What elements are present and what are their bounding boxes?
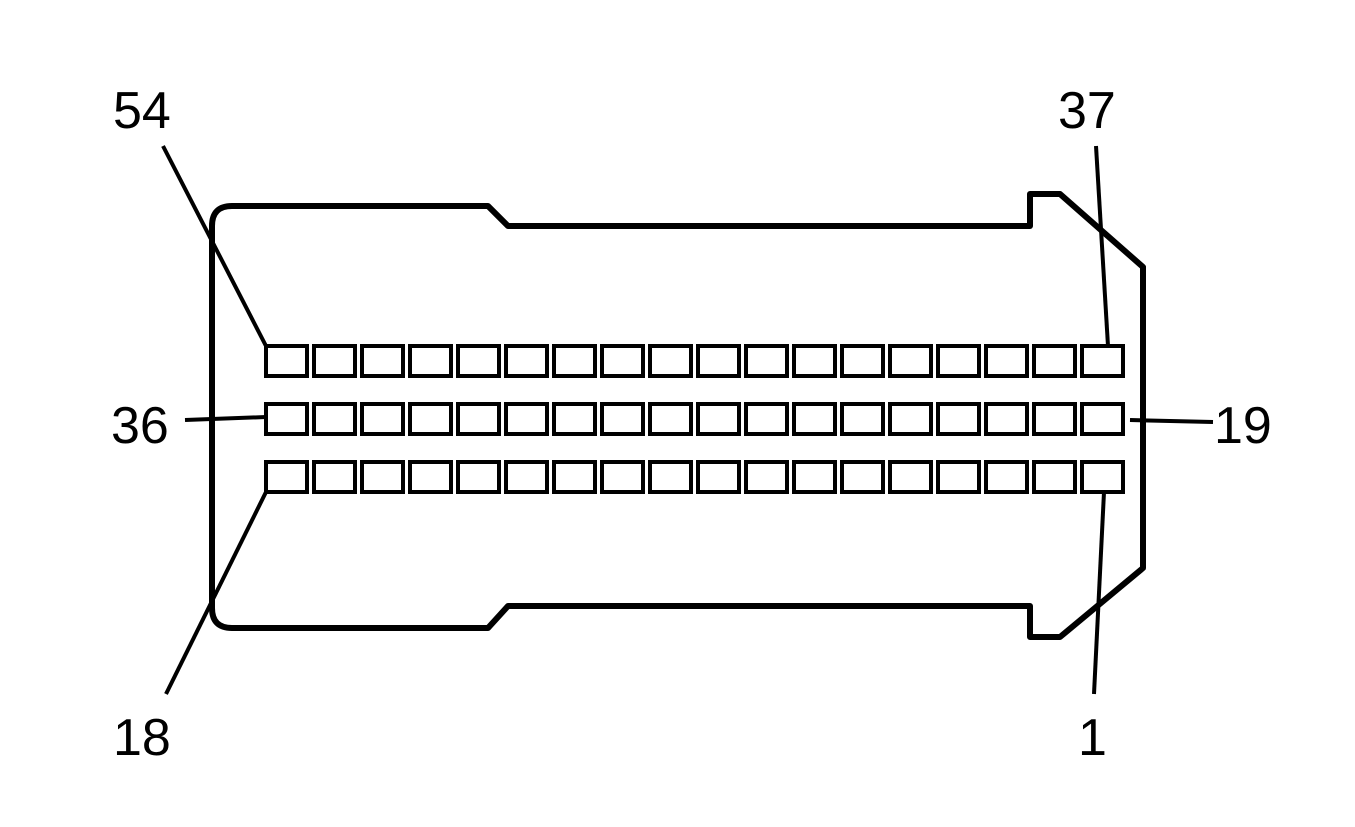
pin-cavity-middle-4 <box>408 402 453 436</box>
pin-cavity-middle-5 <box>456 402 501 436</box>
pin-cavity-bottom-11 <box>744 460 789 494</box>
pin-cavity-bottom-6 <box>504 460 549 494</box>
pin-cavity-top-11 <box>744 344 789 378</box>
pin-cavity-top-7 <box>552 344 597 378</box>
pin-label-18: 18 <box>113 709 171 767</box>
pin-cavity-top-8 <box>600 344 645 378</box>
pin-cavity-bottom-4 <box>408 460 453 494</box>
pin-cavity-top-6 <box>504 344 549 378</box>
pin-cavity-bottom-16 <box>984 460 1029 494</box>
pin-cavity-top-13 <box>840 344 885 378</box>
pin-cavity-top-3 <box>360 344 405 378</box>
pin-cavity-middle-8 <box>600 402 645 436</box>
pin-cavity-bottom-10 <box>696 460 741 494</box>
leader-line-54 <box>161 145 268 347</box>
pin-cavity-top-5 <box>456 344 501 378</box>
pin-cavity-top-1 <box>264 344 309 378</box>
pin-cavity-bottom-17 <box>1032 460 1077 494</box>
pin-label-36: 36 <box>111 397 169 455</box>
leader-line-19 <box>1129 418 1214 424</box>
pin-cavity-middle-12 <box>792 402 837 436</box>
leader-line-18 <box>164 491 268 695</box>
pin-cavity-bottom-12 <box>792 460 837 494</box>
pin-cavity-bottom-7 <box>552 460 597 494</box>
pin-cavity-bottom-8 <box>600 460 645 494</box>
pin-cavity-bottom-3 <box>360 460 405 494</box>
pin-cavity-middle-14 <box>888 402 933 436</box>
pin-label-19: 19 <box>1214 397 1272 455</box>
pin-cavity-top-16 <box>984 344 1029 378</box>
pin-cavity-middle-1 <box>264 402 309 436</box>
leader-line-1 <box>1092 491 1106 695</box>
connector-housing-outline <box>209 191 1146 640</box>
pin-row-top <box>264 344 1125 378</box>
pin-cavity-bottom-1 <box>264 460 309 494</box>
pin-cavity-middle-13 <box>840 402 885 436</box>
pin-cavity-middle-15 <box>936 402 981 436</box>
pin-cavity-bottom-2 <box>312 460 357 494</box>
pin-label-37: 37 <box>1058 82 1116 140</box>
pin-cavity-middle-6 <box>504 402 549 436</box>
pin-cavity-bottom-9 <box>648 460 693 494</box>
leader-line-37 <box>1094 145 1110 347</box>
pin-cavity-top-10 <box>696 344 741 378</box>
pin-cavity-top-18 <box>1080 344 1125 378</box>
leader-line-36 <box>184 415 267 422</box>
pin-cavity-middle-17 <box>1032 402 1077 436</box>
pin-cavity-middle-9 <box>648 402 693 436</box>
pin-cavity-bottom-13 <box>840 460 885 494</box>
pin-cavity-middle-11 <box>744 402 789 436</box>
pin-cavity-bottom-5 <box>456 460 501 494</box>
pin-row-bottom <box>264 460 1125 494</box>
pin-cavity-top-15 <box>936 344 981 378</box>
pin-cavity-middle-7 <box>552 402 597 436</box>
pin-cavity-top-4 <box>408 344 453 378</box>
pin-cavity-top-14 <box>888 344 933 378</box>
pin-cavity-middle-18 <box>1080 402 1125 436</box>
pin-cavity-middle-3 <box>360 402 405 436</box>
pin-cavity-bottom-18 <box>1080 460 1125 494</box>
pin-cavity-bottom-14 <box>888 460 933 494</box>
pin-cavity-middle-2 <box>312 402 357 436</box>
pin-cavity-top-2 <box>312 344 357 378</box>
pin-label-54: 54 <box>113 82 171 140</box>
pin-cavity-top-9 <box>648 344 693 378</box>
pin-cavity-top-12 <box>792 344 837 378</box>
pin-label-1: 1 <box>1078 709 1107 767</box>
pin-cavity-middle-10 <box>696 402 741 436</box>
pin-cavity-bottom-15 <box>936 460 981 494</box>
pin-cavity-middle-16 <box>984 402 1029 436</box>
pin-cavity-top-17 <box>1032 344 1077 378</box>
pin-row-middle <box>264 402 1125 436</box>
